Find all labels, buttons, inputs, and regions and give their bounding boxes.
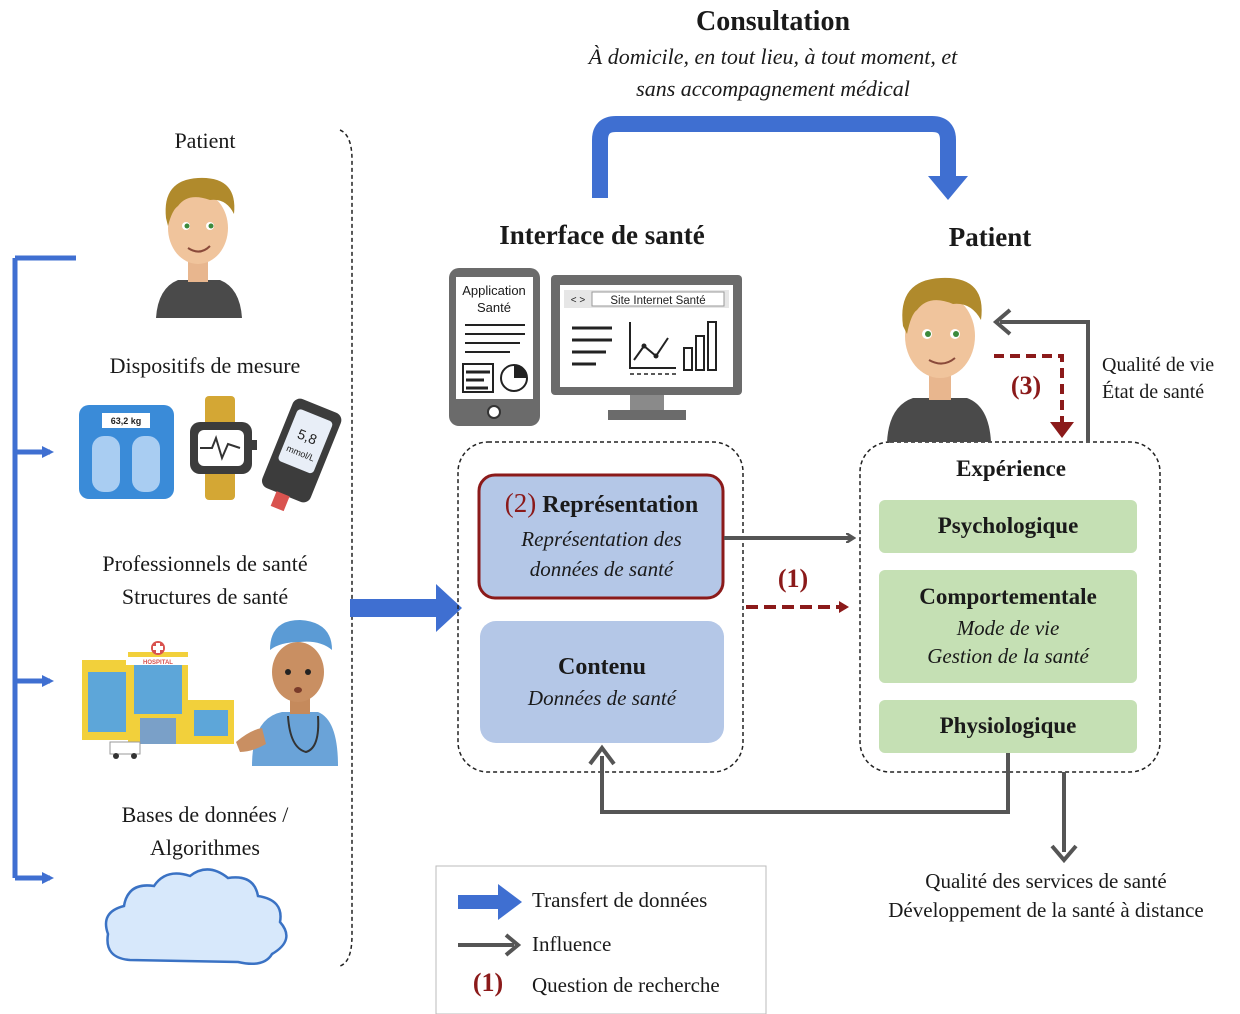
databases-label-1: Bases de données /	[121, 802, 289, 827]
health-status-label: État de santé	[1102, 381, 1205, 403]
health-management-label: Gestion de la santé	[927, 644, 1089, 668]
website-label: Site Internet Santé	[610, 295, 705, 307]
patient-avatar-right	[887, 277, 991, 442]
databases-label-2: Algorithmes	[150, 835, 260, 860]
comportementale-box	[879, 570, 1137, 683]
comportementale-label: Comportementale	[919, 584, 1097, 609]
outcome-line-2: Développement de la santé à distance	[888, 898, 1204, 922]
left-blue-bracket	[12, 255, 76, 884]
tablet-icon	[449, 268, 540, 426]
left-dashed-separator	[339, 129, 353, 967]
quality-of-life-label: Qualité de vie	[1102, 354, 1215, 376]
app-label-2: Santé	[477, 300, 511, 315]
lifestyle-label: Mode de vie	[956, 616, 1060, 640]
scale-icon	[79, 405, 174, 499]
patient-avatar-left	[156, 177, 242, 318]
consultation-arrow	[592, 116, 968, 200]
consultation-subtitle-2: sans accompagnement médical	[636, 76, 910, 101]
experience-title: Expérience	[956, 456, 1066, 481]
consultation-subtitle-1: À domicile, en tout lieu, à tout moment,…	[588, 44, 958, 69]
content-title: Contenu	[557, 654, 647, 680]
legend-question-label: Question de recherche	[532, 973, 720, 997]
representation-sub-1: Représentation des	[521, 527, 682, 551]
nurse-icon	[236, 620, 338, 766]
outcome-line-1: Qualité des services de santé	[925, 869, 1167, 893]
outcome-arrow	[1050, 772, 1078, 864]
quality-of-life-arrow	[992, 308, 1090, 442]
glucose-meter-icon	[262, 398, 342, 512]
glucose-value: 5,8	[295, 426, 319, 448]
physiologique-label: Physiologique	[939, 713, 1077, 738]
representation-sub-2: données de santé	[529, 557, 674, 581]
patient-label-left: Patient	[174, 128, 236, 153]
legend-influence-icon	[458, 933, 522, 957]
content-sub: Données de santé	[527, 686, 677, 710]
app-label-1: Application	[462, 283, 526, 298]
smartwatch-icon	[190, 396, 257, 500]
legend-box	[435, 865, 767, 1014]
question-2-marker: (2)	[504, 488, 537, 518]
hospital-icon	[82, 641, 234, 759]
legend-transfer-icon	[458, 884, 522, 920]
question-3-arrow	[994, 354, 1074, 438]
feedback-loop-arrow	[588, 744, 1010, 814]
representation-box	[477, 473, 725, 600]
representation-heading: (2) Représentation	[480, 488, 723, 519]
interface-title: Interface de santé	[499, 220, 705, 250]
content-box	[480, 621, 724, 743]
professionals-label-1: Professionnels de santé	[102, 551, 308, 576]
physiologique-box	[879, 700, 1137, 753]
scale-reading: 63,2 kg	[111, 416, 142, 426]
data-transfer-arrow-left	[350, 584, 462, 632]
cloud-icon	[104, 868, 288, 965]
patient-title-right: Patient	[948, 222, 1032, 252]
app-label: Application Santé	[454, 282, 534, 316]
consultation-title: Consultation	[695, 6, 851, 37]
question-3-marker: (3)	[1010, 371, 1042, 400]
legend-influence-label: Influence	[532, 932, 612, 956]
psychologique-label: Psychologique	[937, 513, 1079, 538]
legend-question-marker: (1)	[472, 968, 504, 997]
monitor-icon	[551, 275, 742, 420]
website-nav-icon: < >	[571, 295, 586, 306]
legend-transfer-label: Transfert de données	[532, 888, 708, 912]
psychologique-box	[879, 500, 1137, 553]
representation-title: Représentation	[542, 492, 699, 518]
professionals-label-2: Structures de santé	[121, 584, 289, 609]
question-1-marker: (1)	[777, 564, 809, 593]
hospital-sign: HOSPITAL	[143, 660, 173, 666]
devices-label: Dispositifs de mesure	[109, 353, 301, 378]
